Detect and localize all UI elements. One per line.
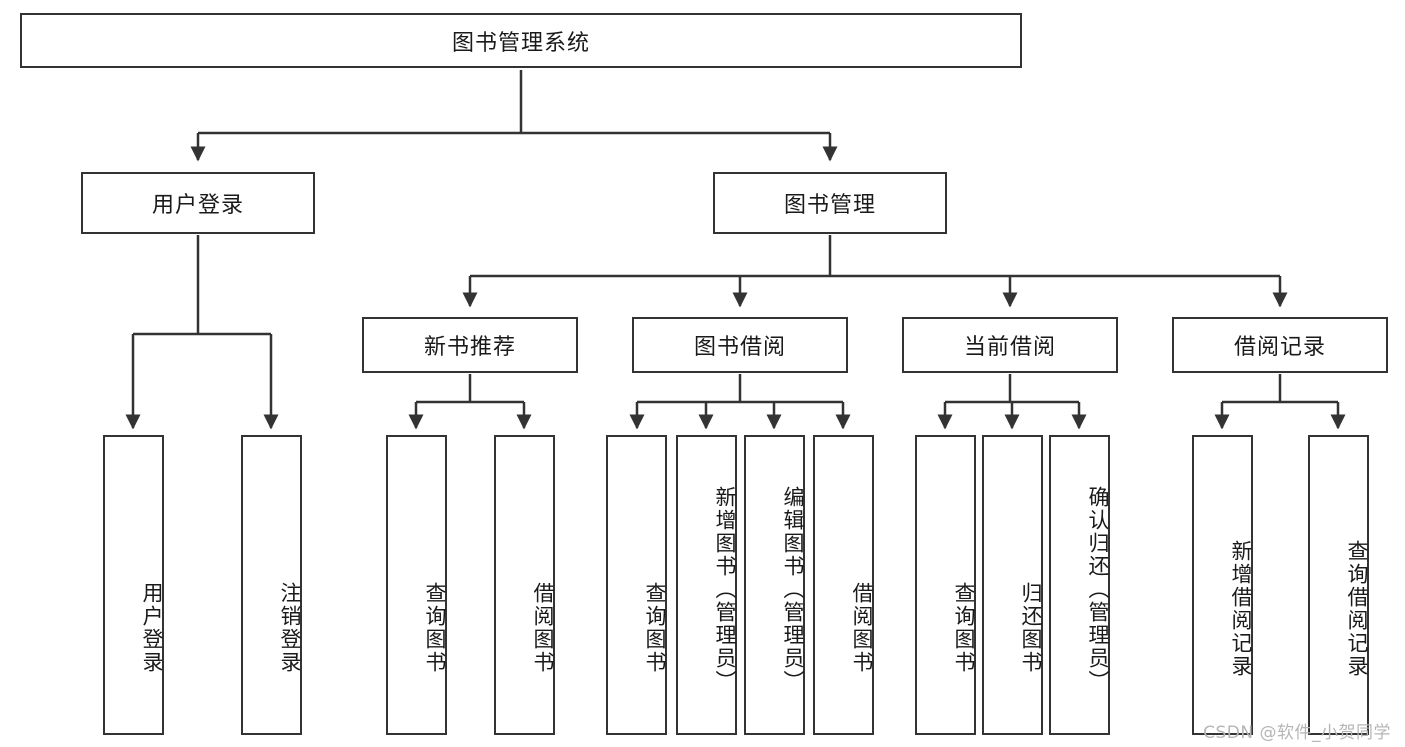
node-book-manage-label: 图书管理 [783,193,876,218]
node-leaf-add-record-label: 新增借阅记录 [1229,540,1253,678]
node-leaf-borrow-book-1-label: 借阅图书 [531,582,555,674]
node-leaf-logout-login-label: 注销登录 [278,582,302,674]
node-borrow-record[interactable]: 借阅记录 [1172,317,1388,373]
node-leaf-borrow-book-2-label: 借阅图书 [850,582,874,674]
node-leaf-borrow-book-1[interactable]: 借阅图书 [494,435,555,735]
node-book-borrow[interactable]: 图书借阅 [632,317,848,373]
node-current-borrow[interactable]: 当前借阅 [902,317,1118,373]
csdn-watermark: CSDN @软件_小贺同学 [1203,723,1391,743]
node-leaf-query-book-3[interactable]: 查询图书 [915,435,976,735]
node-leaf-query-record-label: 查询借阅记录 [1345,540,1369,678]
node-leaf-borrow-book-2[interactable]: 借阅图书 [813,435,874,735]
node-leaf-query-book-2-label: 查询图书 [643,582,667,674]
node-user-login[interactable]: 用户登录 [81,172,315,234]
node-borrow-record-label: 借阅记录 [1233,335,1326,360]
node-leaf-query-book-1-label: 查询图书 [423,582,447,674]
node-new-book-recommend[interactable]: 新书推荐 [362,317,578,373]
node-leaf-query-book-3-label: 查询图书 [952,582,976,674]
node-book-manage[interactable]: 图书管理 [713,172,947,234]
node-current-borrow-label: 当前借阅 [963,335,1056,360]
node-leaf-confirm-return[interactable]: 确认归还（管理员） [1049,435,1110,735]
node-root-label: 图书管理系统 [451,30,590,56]
node-leaf-query-record[interactable]: 查询借阅记录 [1308,435,1369,735]
node-user-login-label: 用户登录 [151,193,244,218]
node-leaf-logout-login[interactable]: 注销登录 [241,435,302,735]
node-leaf-edit-book[interactable]: 编辑图书（管理员） [744,435,805,735]
node-leaf-add-book[interactable]: 新增图书（管理员） [676,435,737,735]
node-leaf-add-record[interactable]: 新增借阅记录 [1192,435,1253,735]
node-new-book-recommend-label: 新书推荐 [423,335,516,360]
node-root[interactable]: 图书管理系统 [20,13,1022,68]
node-leaf-confirm-return-label: 确认归还（管理员） [1086,485,1110,693]
node-leaf-user-login[interactable]: 用户登录 [103,435,164,735]
node-leaf-user-login-label: 用户登录 [140,582,164,674]
node-leaf-query-book-1[interactable]: 查询图书 [386,435,447,735]
node-leaf-return-book[interactable]: 归还图书 [982,435,1043,735]
node-book-borrow-label: 图书借阅 [693,335,786,360]
node-leaf-query-book-2[interactable]: 查询图书 [606,435,667,735]
node-leaf-return-book-label: 归还图书 [1019,582,1043,674]
node-leaf-edit-book-label: 编辑图书（管理员） [781,485,805,693]
node-leaf-add-book-label: 新增图书（管理员） [713,485,737,693]
